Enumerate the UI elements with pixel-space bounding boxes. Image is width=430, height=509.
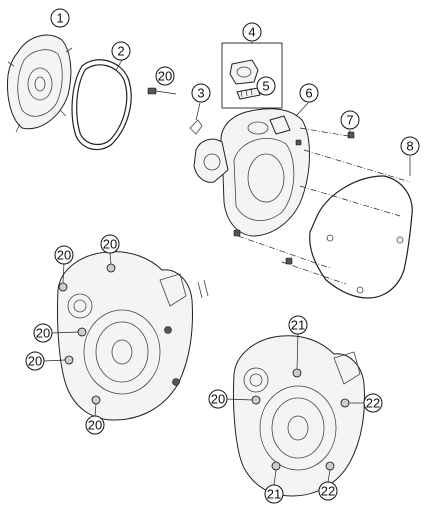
callout-part-20: 20 bbox=[155, 66, 175, 86]
clutch-cover-part bbox=[193, 108, 310, 237]
outer-cover-part bbox=[7, 34, 73, 133]
callout-part-20-a: 20 bbox=[54, 245, 74, 265]
callout-part-2: 2 bbox=[111, 41, 131, 61]
svg-text:20: 20 bbox=[88, 418, 102, 433]
svg-text:20: 20 bbox=[57, 248, 71, 263]
crankcase-view-left bbox=[56, 251, 209, 421]
svg-text:20: 20 bbox=[36, 326, 50, 341]
svg-text:4: 4 bbox=[248, 25, 255, 40]
callout-part-20-f: 20 bbox=[208, 389, 228, 409]
callout-part-20-c: 20 bbox=[33, 323, 53, 343]
svg-text:21: 21 bbox=[291, 318, 305, 333]
repair-kit-box bbox=[221, 42, 283, 109]
svg-text:20: 20 bbox=[28, 354, 42, 369]
svg-text:22: 22 bbox=[321, 484, 335, 499]
callout-part-1: 1 bbox=[50, 8, 70, 28]
callout-part-21-a: 21 bbox=[288, 315, 308, 335]
svg-text:5: 5 bbox=[262, 79, 269, 94]
callout-part-6: 6 bbox=[299, 83, 319, 103]
svg-text:7: 7 bbox=[346, 113, 353, 128]
svg-text:6: 6 bbox=[305, 86, 312, 101]
svg-text:22: 22 bbox=[366, 396, 380, 411]
svg-text:2: 2 bbox=[117, 44, 124, 59]
svg-text:1: 1 bbox=[56, 11, 63, 26]
callout-part-4: 4 bbox=[242, 22, 262, 42]
callout-part-20-e: 20 bbox=[85, 415, 105, 435]
callout-part-20-d: 20 bbox=[25, 351, 45, 371]
callout-part-5: 5 bbox=[256, 76, 276, 96]
callout-part-20-b: 20 bbox=[100, 234, 120, 254]
svg-text:20: 20 bbox=[211, 392, 225, 407]
callout-part-22-a: 22 bbox=[363, 393, 383, 413]
svg-text:3: 3 bbox=[197, 86, 204, 101]
callout-part-3: 3 bbox=[191, 83, 211, 103]
callout-part-8: 8 bbox=[400, 136, 420, 156]
cover-gasket-part bbox=[71, 59, 132, 151]
svg-text:20: 20 bbox=[158, 69, 172, 84]
callout-part-7: 7 bbox=[340, 110, 360, 130]
svg-text:20: 20 bbox=[103, 237, 117, 252]
callout-part-22-b: 22 bbox=[318, 481, 338, 501]
callout-part-21-b: 21 bbox=[264, 484, 284, 504]
svg-text:21: 21 bbox=[267, 487, 281, 502]
crankcase-view-right bbox=[233, 335, 365, 497]
bolt-and-clip-top bbox=[147, 87, 203, 135]
clutch-cover-gasket-part bbox=[309, 175, 413, 299]
svg-text:8: 8 bbox=[406, 139, 413, 154]
